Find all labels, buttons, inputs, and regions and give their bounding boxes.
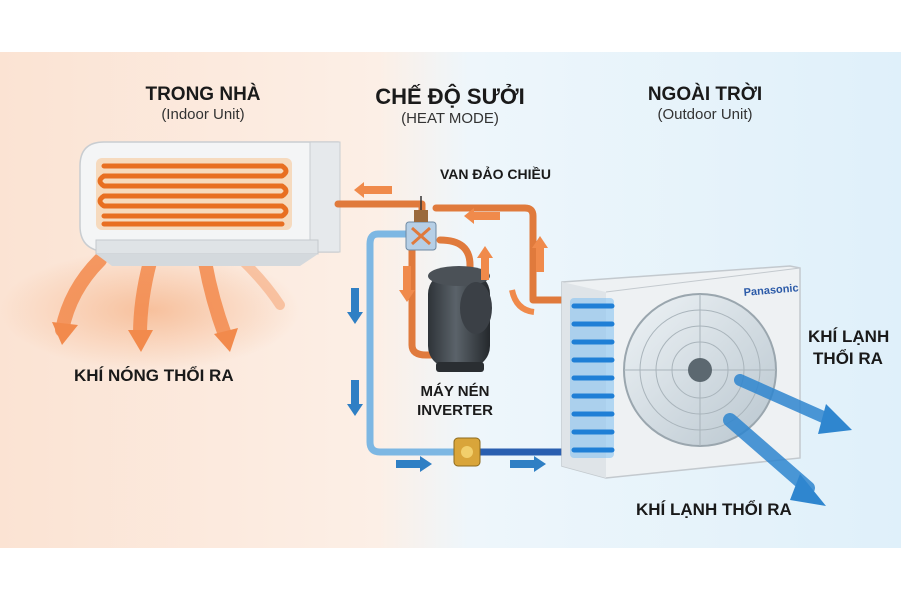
cold-air-right-label: KHÍ LẠNH THỔI RA [808,326,890,370]
reversing-valve-label: VAN ĐẢO CHIỀU [440,166,551,182]
outdoor-coil-cold [570,298,615,458]
indoor-heading: TRONG NHÀ (Indoor Unit) [108,84,298,123]
mode-title: CHẾ ĐỘ SƯỞI [375,84,525,109]
expansion-valve [453,437,481,467]
inverter-compressor [428,266,492,372]
indoor-coil-heating [96,158,292,230]
reversing-valve [405,196,437,251]
cold-air-right-line2: THỔI RA [813,349,883,368]
hot-flow-arrows [354,182,548,315]
mode-heading: CHẾ ĐỘ SƯỞI (HEAT MODE) [360,84,540,127]
compressor-label-line1: MÁY NÉN [420,383,490,400]
outdoor-heading: NGOÀI TRỜI (Outdoor Unit) [610,84,800,123]
cold-air-bottom-label: KHÍ LẠNH THỔI RA [636,500,792,519]
compressor-label-line2: INVERTER [417,402,493,419]
indoor-unit [79,141,341,266]
mode-subtitle: (HEAT MODE) [401,110,499,127]
cold-flow-arrows [347,288,546,472]
indoor-title: TRONG NHÀ [145,84,261,105]
cold-air-arrows [723,374,852,506]
indoor-subtitle: (Indoor Unit) [161,106,245,123]
compressor-label: MÁY NÉN INVERTER [400,382,510,420]
fan-grille [623,293,777,447]
brand-logo: Panasonic [743,282,799,299]
outdoor-title: NGOÀI TRỜI [647,84,763,105]
cold-air-right-line1: KHÍ LẠNH [808,327,890,346]
hot-air-label: KHÍ NÓNG THỔI RA [74,366,234,385]
outdoor-subtitle: (Outdoor Unit) [657,106,753,123]
hot-air-plume [0,250,300,370]
outdoor-unit: Panasonic [561,265,801,479]
